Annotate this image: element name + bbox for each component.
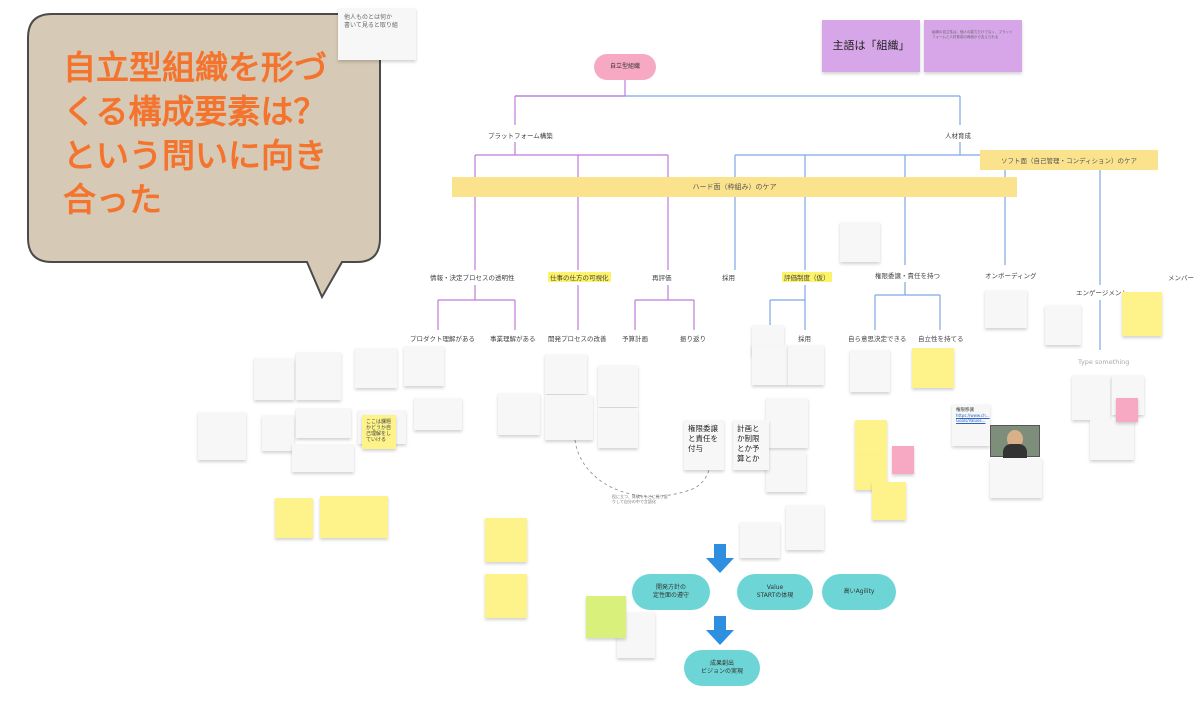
- sticky-note[interactable]: [498, 393, 540, 435]
- sticky-note-yellow[interactable]: [912, 348, 954, 388]
- sticky-note-yellow[interactable]: [320, 496, 388, 538]
- sticky-note[interactable]: [786, 505, 824, 550]
- node-re-evaluation[interactable]: 再評価: [652, 274, 672, 282]
- sticky-note[interactable]: [752, 345, 788, 385]
- sticky-note[interactable]: [414, 398, 462, 430]
- sticky-note[interactable]: [840, 222, 880, 262]
- sticky-note-pink[interactable]: [1116, 398, 1138, 422]
- link-card-title: 権限移譲: [956, 408, 974, 413]
- subject-detail-note[interactable]: 組織の自立性は、個人の能力だけでなく、プラットフォームと人材育成の両面から支えら…: [924, 20, 1022, 72]
- outcome-final[interactable]: 成果創出 ビジョンの実現: [684, 650, 760, 686]
- sticky-note-yellow[interactable]: [485, 574, 527, 618]
- node-autonomy[interactable]: 自立性を持てる: [918, 335, 964, 343]
- sticky-note[interactable]: [740, 522, 780, 558]
- outcome-agility[interactable]: 高いAgility: [822, 574, 896, 610]
- soft-care-band[interactable]: ソフト面（自己管理・コンディション）のケア: [980, 150, 1158, 170]
- branch-people[interactable]: 人材育成: [945, 132, 971, 140]
- node-work-visibility[interactable]: 仕事の仕方の可視化: [548, 272, 611, 282]
- question-card[interactable]: ここは課題かどうか自己理解をしていける: [362, 415, 396, 449]
- node-product-understanding[interactable]: プロダクト理解がある: [410, 335, 475, 343]
- node-info-transparency[interactable]: 情報・決定プロセスの透明性: [430, 274, 515, 282]
- sticky-note[interactable]: [1090, 420, 1134, 460]
- sticky-note[interactable]: [766, 452, 806, 492]
- node-hiring-2[interactable]: 採用: [798, 335, 811, 343]
- callout-text: 自立型組織を形づくる構成要素は？という問いに向き合った: [63, 48, 327, 219]
- sticky-note[interactable]: [1045, 305, 1081, 345]
- sticky-note[interactable]: [404, 346, 444, 386]
- photo-image: [990, 425, 1040, 458]
- sticky-note-pink[interactable]: [892, 446, 914, 474]
- sticky-note-yellow[interactable]: [872, 482, 906, 520]
- node-budget[interactable]: 予算計画: [622, 335, 648, 343]
- arrow-down-icon: [706, 616, 734, 645]
- branch-platform[interactable]: プラットフォーム構築: [488, 132, 553, 140]
- node-authority[interactable]: 権限委譲・責任を持つ: [875, 272, 940, 280]
- subject-note[interactable]: 主語は「組織」: [822, 20, 920, 72]
- node-review[interactable]: 振り返り: [680, 335, 706, 343]
- sticky-note[interactable]: [598, 365, 638, 407]
- sticky-note[interactable]: [296, 352, 341, 400]
- dashed-note[interactable]: 役に立つ、体験をもとに振り返りして自分の中で言語化: [612, 494, 668, 504]
- outcome-policy[interactable]: 開発方針の 定性面の遵守: [632, 574, 710, 610]
- outcome-value-start[interactable]: Value STARTの体現: [737, 574, 813, 610]
- link-card-url[interactable]: https://www.ch... Goals/Values...: [956, 413, 990, 423]
- type-placeholder[interactable]: Type something: [1078, 358, 1130, 366]
- node-edge-member[interactable]: メンバー: [1168, 274, 1194, 282]
- sticky-note[interactable]: [545, 354, 587, 394]
- sticky-note[interactable]: [292, 444, 354, 472]
- link-card[interactable]: 権限移譲 https://www.ch... Goals/Values...: [952, 404, 990, 446]
- hard-care-band[interactable]: ハード面（枠組み）のケア: [452, 177, 1017, 197]
- node-business-understanding[interactable]: 事業理解がある: [490, 335, 536, 343]
- sticky-note[interactable]: [254, 358, 294, 400]
- node-dev-process[interactable]: 開発プロセスの改善: [548, 335, 607, 343]
- sticky-note[interactable]: [262, 415, 294, 451]
- node-engagement[interactable]: エンゲージメント: [1076, 289, 1128, 297]
- node-hiring[interactable]: 採用: [722, 274, 735, 282]
- sticky-note[interactable]: [198, 412, 246, 460]
- sticky-note[interactable]: [850, 350, 890, 392]
- sticky-note[interactable]: [545, 395, 593, 440]
- sticky-note[interactable]: [985, 290, 1027, 328]
- sticky-note[interactable]: [766, 398, 808, 448]
- node-onboarding[interactable]: オンボーディング: [985, 272, 1037, 280]
- root-node[interactable]: 自立型組織: [594, 54, 656, 80]
- sticky-note-yellow[interactable]: [275, 498, 313, 538]
- sticky-note-lime[interactable]: [586, 596, 626, 638]
- arrow-down-icon: [706, 544, 734, 573]
- sticky-note[interactable]: [296, 408, 351, 438]
- node-self-decision[interactable]: 自ら意思決定できる: [848, 335, 907, 343]
- top-note[interactable]: 他人ものとは何か 書いて見ると取り組: [338, 8, 416, 60]
- plan-card[interactable]: 計画とか制限とか予算とか: [733, 420, 769, 470]
- node-pay-system[interactable]: 評価制度（仮）: [782, 272, 832, 282]
- sticky-note[interactable]: [355, 348, 397, 388]
- authority-card[interactable]: 権限委譲と責任を付与: [684, 420, 724, 470]
- photo-caption-note[interactable]: [990, 458, 1042, 498]
- sticky-note-yellow[interactable]: [855, 420, 887, 456]
- sticky-note-yellow[interactable]: [1122, 292, 1162, 336]
- sticky-note[interactable]: [598, 408, 638, 448]
- sticky-note[interactable]: [788, 345, 824, 385]
- sticky-note-yellow[interactable]: [485, 518, 527, 562]
- sticky-note[interactable]: [1072, 375, 1110, 420]
